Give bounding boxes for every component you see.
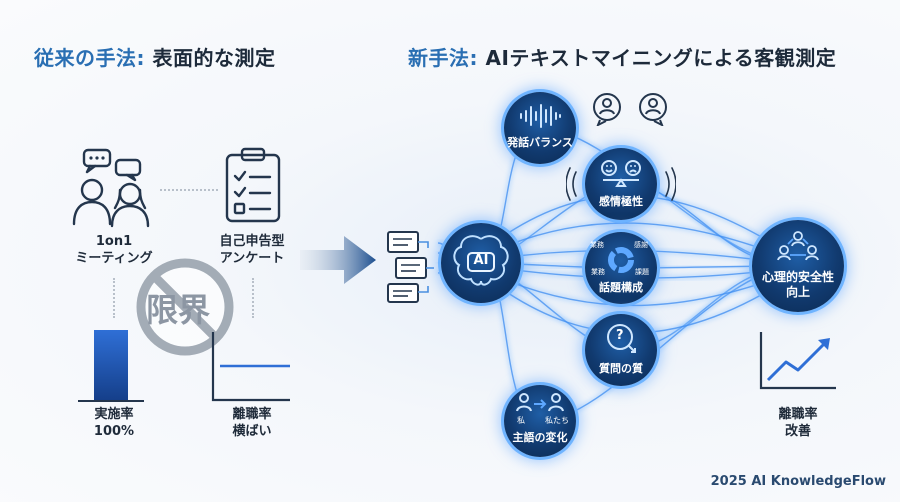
emotion-wave-marks bbox=[566, 167, 676, 201]
node-emotion-polarity: 感情極性 bbox=[585, 148, 657, 220]
flat-line-chart-icon bbox=[211, 332, 290, 402]
outcome-line1: 離職率 bbox=[778, 407, 818, 422]
node-emotion-polarity-label: 感情極性 bbox=[599, 195, 643, 208]
left-heading-accent: 従来の手法: bbox=[34, 46, 145, 70]
ai-node: AI bbox=[441, 223, 521, 303]
result-line2: 向上 bbox=[785, 285, 810, 299]
item-survey-label: 自己申告型 アンケート bbox=[204, 233, 300, 267]
right-heading: 新手法: AIテキストマイニングによる客観測定 bbox=[408, 42, 836, 71]
subject-tag-i: 私 bbox=[517, 416, 525, 425]
subject-tag-we: 私たち bbox=[545, 416, 569, 425]
node-question-quality: ? 質問の質 bbox=[585, 314, 657, 386]
person-speech-icon bbox=[593, 93, 621, 126]
person-arrow-person-icon bbox=[516, 393, 564, 412]
topic-tag-2: 感謝 bbox=[634, 241, 648, 249]
donut-chart-icon bbox=[608, 247, 634, 273]
footer-brand: 2025 AI KnowledgeFlow bbox=[710, 474, 886, 489]
item-1on1-line2: ミーティング bbox=[75, 251, 153, 266]
node-subject-change: 私 私たち 主語の変化 bbox=[504, 385, 576, 457]
node-psychological-safety-label: 心理的安全性 向上 bbox=[752, 270, 844, 300]
item-1on1-line1: 1on1 bbox=[95, 234, 133, 249]
transition-arrow-icon bbox=[300, 236, 376, 284]
node-topic-composition: 業務 感謝 業務 課題 話題構成 bbox=[585, 232, 657, 304]
metric-turnover-line1: 離職率 bbox=[232, 407, 272, 422]
team-network-icon bbox=[777, 231, 819, 261]
node-psychological-safety: 心理的安全性 向上 bbox=[752, 220, 844, 312]
node-speech-balance-label: 発話バランス bbox=[507, 136, 573, 149]
limit-text: 限界 bbox=[146, 291, 211, 329]
topic-tag-4: 課題 bbox=[635, 268, 649, 276]
result-line1: 心理的安全性 bbox=[761, 270, 834, 284]
metric-implementation-line2: 100% bbox=[93, 424, 135, 439]
connector-dots bbox=[160, 189, 218, 191]
left-heading: 従来の手法: 表面的な測定 bbox=[34, 42, 275, 71]
item-survey-line2: アンケート bbox=[219, 251, 285, 266]
question-mark: ? bbox=[616, 328, 624, 343]
topic-tag-1: 業務 bbox=[590, 241, 604, 249]
node-question-quality-label: 質問の質 bbox=[599, 362, 643, 375]
right-heading-accent: 新手法: bbox=[408, 46, 478, 70]
metric-turnover-label: 離職率 横ばい bbox=[204, 406, 300, 440]
rising-line-chart-icon bbox=[759, 332, 836, 390]
prohibition-icon bbox=[136, 258, 234, 356]
implementation-rate-bar bbox=[94, 330, 128, 400]
person-speech-icon-2 bbox=[639, 93, 667, 126]
left-heading-rest: 表面的な測定 bbox=[152, 46, 276, 70]
balance-scale-icon bbox=[601, 160, 641, 187]
vertical-dots-left bbox=[113, 278, 115, 318]
ai-label: AI bbox=[473, 253, 489, 268]
two-people-chat-icon bbox=[72, 148, 150, 228]
node-speech-balance: 発話バランス bbox=[504, 92, 576, 164]
right-heading-rest: AIテキストマイニングによる客観測定 bbox=[485, 46, 837, 70]
ai-brain-icon bbox=[453, 235, 509, 286]
item-survey-line1: 自己申告型 bbox=[219, 234, 285, 249]
vertical-dots-right bbox=[252, 278, 254, 318]
node-subject-change-label: 主語の変化 bbox=[512, 431, 568, 444]
outcome-line2: 改善 bbox=[784, 424, 811, 439]
metric-turnover-line2: 横ばい bbox=[232, 424, 272, 439]
clipboard-checklist-icon bbox=[225, 147, 281, 223]
sound-wave-icon bbox=[520, 104, 561, 128]
node-topic-composition-label: 話題構成 bbox=[599, 281, 643, 294]
metric-implementation-label: 実施率 100% bbox=[66, 406, 162, 440]
document-stack-icon bbox=[387, 231, 434, 303]
metric-implementation-line1: 実施率 bbox=[94, 407, 134, 422]
topic-tag-3: 業務 bbox=[591, 268, 605, 276]
bar-baseline bbox=[78, 400, 144, 402]
outcome-label: 離職率 改善 bbox=[752, 406, 844, 440]
item-1on1-label: 1on1 ミーティング bbox=[66, 233, 162, 267]
question-bubble-icon bbox=[607, 324, 636, 353]
